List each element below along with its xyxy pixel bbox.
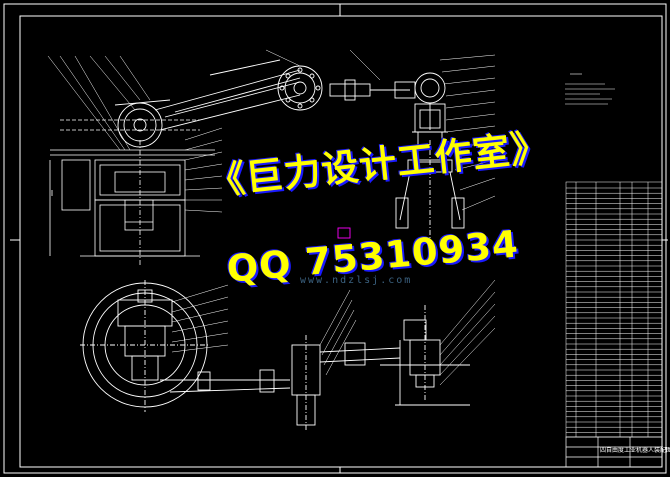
technical-notes <box>565 73 615 105</box>
center-marks <box>10 4 668 473</box>
leader-lines-upper <box>47 49 496 213</box>
leader-lines-lower <box>171 279 496 386</box>
gripper <box>337 131 465 240</box>
watermark-website: www.ndzlsj.com <box>300 275 413 286</box>
title-block <box>565 436 663 468</box>
upper-arm-assembly <box>114 59 323 148</box>
drawing-title: 四自由度工业机器人装配图 <box>600 447 670 454</box>
parts-list-table <box>565 181 663 438</box>
arm-plan-view <box>291 305 470 430</box>
base-plan-view <box>80 280 291 412</box>
outer-border <box>3 3 667 474</box>
